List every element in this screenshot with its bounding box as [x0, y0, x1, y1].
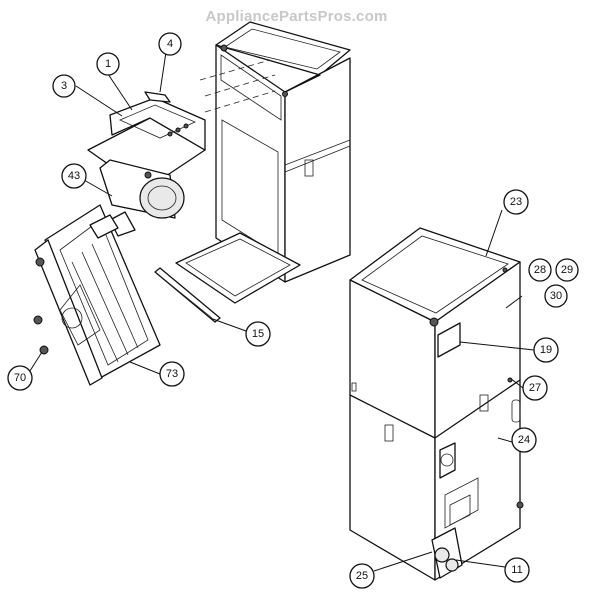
callout-30[interactable]: 30: [544, 284, 568, 308]
callout-4[interactable]: 4: [158, 32, 182, 56]
filter-rail: [154, 267, 221, 323]
watermark: AppliancePartsPros.com: [205, 8, 388, 25]
blower-assembly: [87, 91, 206, 237]
callout-43[interactable]: 43: [61, 163, 87, 189]
leader-lines: [27, 51, 535, 572]
callout-28[interactable]: 28: [528, 258, 552, 282]
callout-30-label: 30: [550, 290, 562, 302]
callout-11[interactable]: 11: [504, 557, 530, 583]
callout-24[interactable]: 24: [511, 427, 537, 453]
callout-15[interactable]: 15: [245, 321, 271, 347]
callout-4-label: 4: [167, 38, 173, 50]
callout-19-label: 19: [540, 344, 552, 356]
callout-70[interactable]: 70: [7, 365, 33, 391]
callout-1-label: 1: [105, 58, 111, 70]
callout-23[interactable]: 23: [503, 189, 529, 215]
callout-25-label: 25: [356, 570, 368, 582]
callout-29[interactable]: 29: [555, 258, 579, 282]
upper-cabinet: [175, 21, 351, 304]
callout-1[interactable]: 1: [96, 52, 120, 76]
callout-19[interactable]: 19: [533, 337, 559, 363]
callout-27-label: 27: [529, 382, 541, 394]
callout-73[interactable]: 73: [159, 361, 185, 387]
evaporator-coil: [33, 204, 161, 386]
callout-24-label: 24: [518, 434, 530, 446]
callout-29-label: 29: [561, 264, 573, 276]
callout-70-label: 70: [14, 372, 26, 384]
callout-3[interactable]: 3: [52, 74, 76, 98]
callout-3-label: 3: [61, 80, 67, 92]
callout-43-label: 43: [68, 170, 80, 182]
callout-15-label: 15: [252, 328, 264, 340]
callout-23-label: 23: [510, 196, 522, 208]
lower-cabinet: [349, 227, 524, 581]
callout-27[interactable]: 27: [522, 375, 548, 401]
callout-73-label: 73: [166, 368, 178, 380]
callout-28-label: 28: [534, 264, 546, 276]
callout-11-label: 11: [511, 564, 522, 576]
callout-25[interactable]: 25: [349, 563, 375, 589]
